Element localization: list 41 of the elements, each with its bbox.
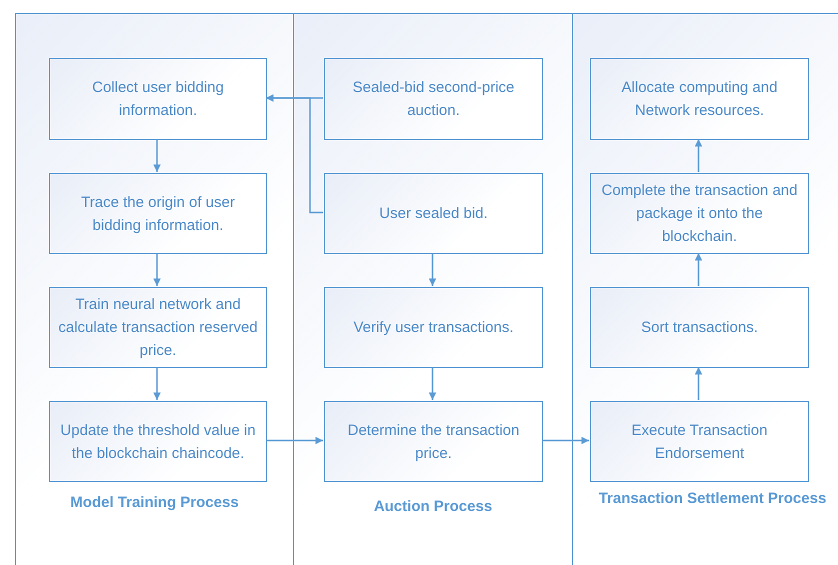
- lane-heading: Auction Process: [372, 497, 494, 517]
- arrow: [694, 139, 702, 172]
- process-text: Train neural network and calculate transaction reserved price.: [58, 295, 258, 361]
- process-box: [590, 173, 809, 254]
- process-text: Verify user transactions.: [353, 318, 514, 338]
- process-box: [324, 58, 543, 140]
- process-text: Complete the transaction and package it onto the blockchain.: [600, 181, 798, 247]
- process-text: User sealed bid.: [379, 204, 488, 224]
- swimlane: [293, 13, 572, 565]
- arrow: [266, 436, 323, 444]
- arrow: [153, 139, 161, 172]
- process-box: [324, 401, 543, 482]
- lane-heading: Model Training Process: [69, 493, 240, 513]
- arrow: [694, 367, 702, 400]
- swimlane: [572, 13, 838, 565]
- swimlane: [15, 13, 293, 565]
- process-text: Trace the origin of user bidding information.: [80, 192, 236, 236]
- process-box: [49, 173, 267, 254]
- process-box: [590, 287, 809, 368]
- process-box: [590, 58, 809, 140]
- process-box: [49, 287, 267, 368]
- process-text: Collect user bidding information.: [91, 78, 225, 121]
- arrow: [428, 253, 436, 286]
- process-box: [49, 401, 267, 482]
- process-text: Determine the transaction price.: [346, 420, 520, 464]
- lane-heading: Transaction Settlement Process: [598, 489, 828, 509]
- process-text: Sealed-bid second-price auction.: [352, 78, 516, 121]
- process-text: Execute Transaction Endorsement: [630, 420, 768, 464]
- process-box: [49, 58, 267, 140]
- arrow: [266, 94, 323, 214]
- process-box: [324, 173, 543, 254]
- process-text: Update the threshold value in the blockchain chaincode.: [59, 420, 257, 464]
- arrow: [694, 253, 702, 286]
- arrow: [428, 367, 436, 400]
- process-text: Sort transactions.: [641, 318, 758, 338]
- process-box: [324, 287, 543, 368]
- process-text: Allocate computing and Network resources.: [620, 78, 778, 121]
- arrow: [542, 436, 589, 444]
- arrow: [153, 367, 161, 400]
- process-box: [590, 401, 809, 482]
- arrow: [153, 253, 161, 286]
